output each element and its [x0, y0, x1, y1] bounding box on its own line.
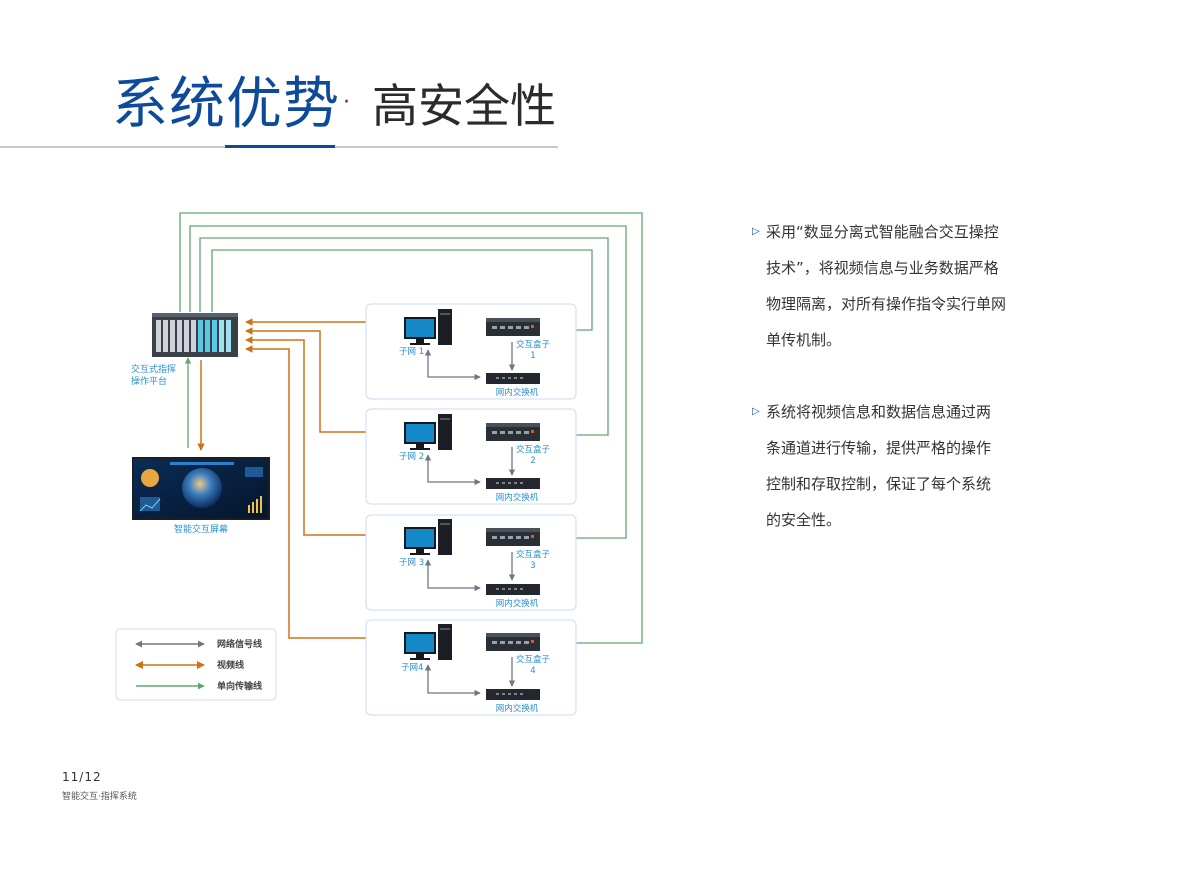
- paragraph-1-line-2: 技术”，将视频信息与业务数据严格: [766, 259, 999, 277]
- subnet-panels: [365, 303, 577, 716]
- box-number-4: 4: [530, 666, 535, 676]
- page-title-main: 系统优势: [112, 72, 340, 137]
- page-number: 11/12: [62, 770, 102, 784]
- box-number-2: 2: [530, 456, 535, 466]
- box-label-2: 交互盒子: [516, 444, 551, 455]
- legend-label-video: 视频线: [217, 659, 244, 671]
- platform-label-line-1: 交互式指挥: [131, 363, 176, 375]
- switch-icon-2: [486, 478, 540, 489]
- interaction-box-icon-3: [486, 528, 540, 546]
- legend-label-oneway: 单向传输线: [217, 680, 262, 692]
- title-rule-accent: [225, 145, 335, 148]
- triangle-right-icon: ▷: [752, 226, 760, 237]
- subnet-computers-icons: [404, 309, 452, 660]
- subnet-label-2: 子网 2: [399, 452, 424, 462]
- interaction-box-icon-4: [486, 633, 540, 651]
- subnet-label-3: 子网 3: [399, 558, 424, 568]
- switch-icon-1: [486, 373, 540, 384]
- network-signal-lines: [424, 342, 516, 697]
- computer-icon-1: [404, 309, 452, 345]
- paragraph-1-line-4: 单传机制。: [766, 331, 842, 349]
- page-title-sub: 高安全性: [372, 79, 556, 133]
- paragraph-2-line-1: 系统将视频信息和数据信息通过两: [766, 403, 992, 421]
- smart-screen-icon: [132, 457, 270, 520]
- switch-label-3: 网内交换机: [496, 598, 539, 609]
- box-label-1: 交互盒子: [516, 339, 551, 350]
- box-label-4: 交互盒子: [516, 654, 551, 665]
- paragraph-2-line-3: 控制和存取控制，保证了每个系统: [766, 475, 992, 493]
- paragraph-1: ▷ 采用“数显分离式智能融合交互操控 技术”，将视频信息与业务数据严格 物理隔离…: [752, 214, 1022, 358]
- paragraph-1-line-1: 采用“数显分离式智能融合交互操控: [766, 223, 999, 241]
- legend-box: 网络信号线 视频线 单向传输线: [115, 628, 277, 701]
- switch-label-4: 网内交换机: [496, 703, 539, 714]
- interaction-box-icons: [486, 318, 540, 651]
- switch-icons: [486, 373, 540, 700]
- computer-icon-2: [404, 414, 452, 450]
- computer-icon-3: [404, 519, 452, 555]
- subnet-label-4: 子网4: [401, 663, 423, 673]
- screen-label: 智能交互屏幕: [174, 523, 228, 535]
- box-label-3: 交互盒子: [516, 549, 551, 560]
- computer-icon-4: [404, 624, 452, 660]
- triangle-right-icon: ▷: [752, 406, 760, 417]
- subnet-label-1: 子网 1: [399, 347, 424, 357]
- video-lines: [197, 318, 400, 639]
- paragraph-2-line-2: 条通道进行传输，提供严格的操作: [766, 439, 992, 457]
- footer-system-name: 智能交互·指挥系统: [62, 792, 137, 802]
- box-number-3: 3: [530, 561, 535, 571]
- switch-label-1: 网内交换机: [496, 387, 539, 398]
- paragraph-2: ▷ 系统将视频信息和数据信息通过两 条通道进行传输，提供严格的操作 控制和存取控…: [752, 394, 1022, 538]
- interaction-box-icon-2: [486, 423, 540, 441]
- legend-label-network: 网络信号线: [217, 638, 262, 650]
- platform-label-line-2: 操作平台: [131, 375, 167, 387]
- switch-icon-3: [486, 584, 540, 595]
- command-platform-rack-icon: [152, 313, 238, 357]
- paragraph-2-line-4: 的安全性。: [766, 511, 842, 529]
- switch-label-2: 网内交换机: [496, 492, 539, 503]
- switch-icon-4: [486, 689, 540, 700]
- interaction-box-icon-1: [486, 318, 540, 336]
- paragraph-1-line-3: 物理隔离，对所有操作指令实行单网: [766, 295, 1007, 313]
- box-number-1: 1: [530, 351, 535, 361]
- title-separator-dot: ·: [343, 90, 350, 115]
